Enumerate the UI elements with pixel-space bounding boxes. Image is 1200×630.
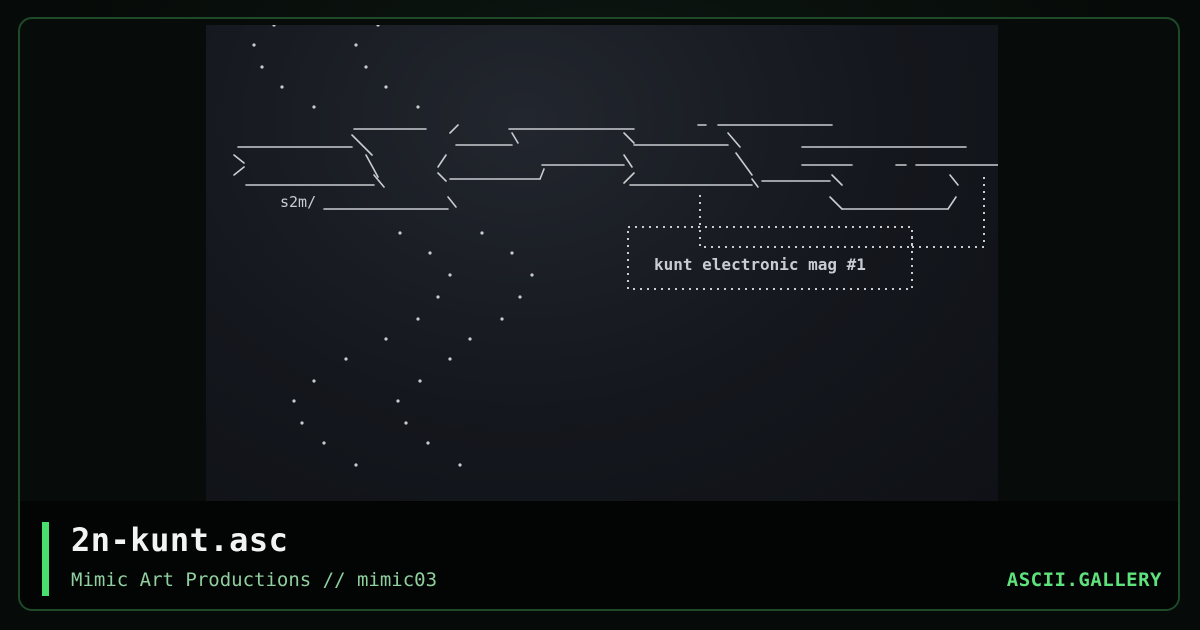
artist-credit: Mimic Art Productions // mimic03 [71, 569, 438, 591]
dotted-boxes [627, 173, 985, 290]
chain-dots [252, 25, 534, 467]
site-brand: ASCII.GALLERY [1006, 569, 1162, 591]
accent-bar [42, 522, 49, 596]
art-signature: s2m/ [280, 193, 316, 211]
caption-bar: 2n-kunt.asc Mimic Art Productions // mim… [20, 501, 1178, 609]
card-frame: s2m/ kunt electronic mag #1 2n-kunt.asc … [18, 17, 1180, 611]
ascii-art-preview: s2m/ kunt electronic mag #1 [206, 25, 998, 501]
art-caption: kunt electronic mag #1 [654, 255, 866, 274]
file-title: 2n-kunt.asc [71, 521, 289, 559]
ascii-art-drawing: s2m/ kunt electronic mag #1 [233, 25, 998, 467]
